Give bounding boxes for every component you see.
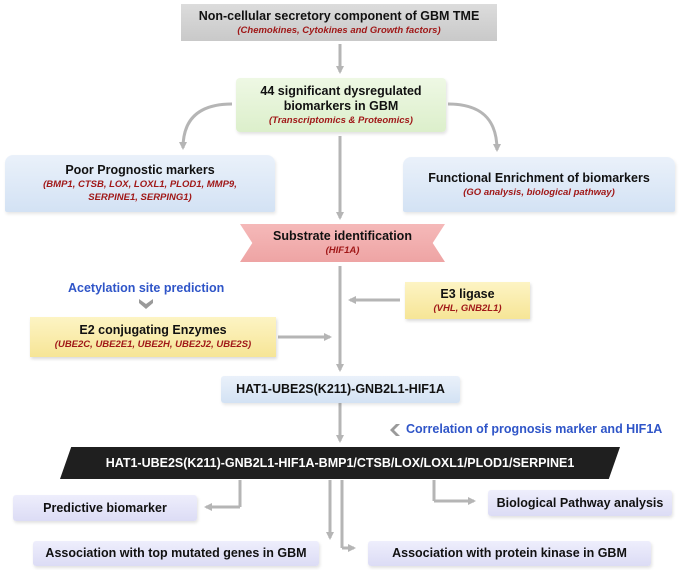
prognostic-subtitle-line1: (BMP1, CTSB, LOX, LOXL1, PLOD1, MMP9, <box>43 179 237 190</box>
e2-subtitle: (UBE2C, UBE2E1, UBE2H, UBE2J2, UBE2S) <box>54 339 252 350</box>
biomarkers-title-line1: 44 significant dysregulated <box>260 83 422 98</box>
kinase-title: Association with protein kinase in GBM <box>392 546 627 560</box>
substrate-subtitle: (HIF1A) <box>325 245 360 256</box>
complex-title: HAT1-UBE2S(K211)-GNB2L1-HIF1A <box>236 382 445 396</box>
tme-subtitle: (Chemokines, Cytokines and Growth factor… <box>237 24 441 36</box>
biomarkers-subtitle: (Transcriptomics & Proteomics) <box>269 114 413 126</box>
predictive-title: Predictive biomarker <box>43 500 167 515</box>
complex-box: HAT1-UBE2S(K211)-GNB2L1-HIF1A <box>221 376 460 403</box>
enrichment-box: Functional Enrichment of biomarkers (GO … <box>403 157 675 212</box>
kinase-box: Association with protein kinase in GBM <box>368 541 651 566</box>
tme-title: Non-cellular secretory component of GBM … <box>198 8 480 23</box>
prognostic-box: Poor Prognostic markers (BMP1, CTSB, LOX… <box>5 155 275 212</box>
tme-box: Non-cellular secretory component of GBM … <box>181 4 497 41</box>
acetylation-label: Acetylation site prediction <box>68 281 225 295</box>
chevron-down-icon <box>139 299 153 309</box>
enrichment-subtitle: (GO analysis, biological pathway) <box>463 186 615 198</box>
substrate-box: Substrate identification (HIF1A) <box>240 224 445 262</box>
biomarkers-title-line2: biomarkers in GBM <box>283 98 399 113</box>
correlation-label: Correlation of prognosis marker and HIF1… <box>406 422 663 436</box>
mutated-box: Association with top mutated genes in GB… <box>33 541 319 566</box>
prognostic-subtitle-line2: SERPINE1, SERPING1) <box>88 192 192 203</box>
arrow-biomarkers-to-prognostic <box>179 102 233 150</box>
pathway-title: Biological Pathway analysis <box>496 495 664 510</box>
chevron-left-icon <box>390 424 400 436</box>
e2-title: E2 conjugating Enzymes <box>79 323 227 337</box>
predictive-box: Predictive biomarker <box>13 495 197 521</box>
prognostic-title: Poor Prognostic markers <box>65 163 215 177</box>
mutated-title: Association with top mutated genes in GB… <box>45 546 307 560</box>
axis-title: HAT1-UBE2S(K211)-GNB2L1-HIF1A-BMP1/CTSB/… <box>105 455 575 470</box>
biomarkers-box: 44 significant dysregulated biomarkers i… <box>236 78 446 132</box>
e2-enzymes-box: E2 conjugating Enzymes (UBE2C, UBE2E1, U… <box>30 317 276 357</box>
e3-title: E3 ligase <box>440 286 495 301</box>
e3-subtitle: (VHL, GNB2L1) <box>433 302 502 314</box>
enrichment-title: Functional Enrichment of biomarkers <box>428 170 650 185</box>
substrate-title: Substrate identification <box>273 229 412 243</box>
axis-bar: HAT1-UBE2S(K211)-GNB2L1-HIF1A-BMP1/CTSB/… <box>60 447 620 479</box>
pathway-box: Biological Pathway analysis <box>488 490 672 516</box>
e3-ligase-box: E3 ligase (VHL, GNB2L1) <box>405 282 530 319</box>
arrow-biomarkers-to-enrichment <box>447 102 501 152</box>
